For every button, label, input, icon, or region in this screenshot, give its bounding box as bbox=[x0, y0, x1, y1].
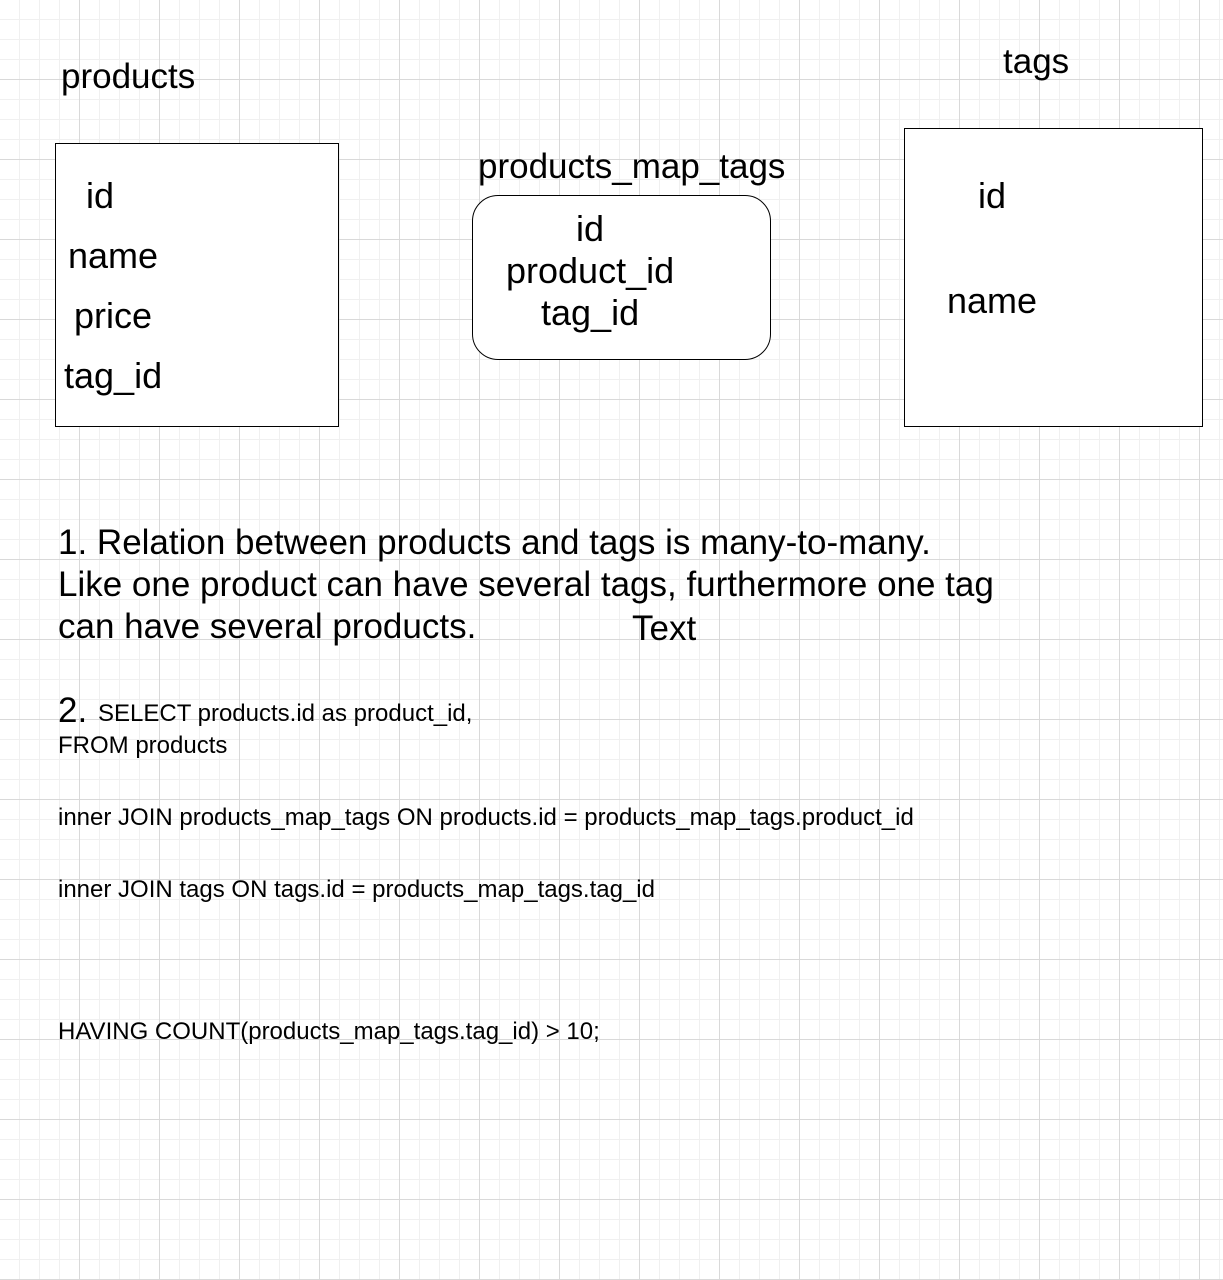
note-2-number: 2. bbox=[58, 691, 88, 730]
floating-text-label: Text bbox=[632, 609, 697, 648]
sql-join-map-line: inner JOIN products_map_tags ON products… bbox=[58, 804, 914, 831]
products-map-tags-field-id: id bbox=[576, 208, 605, 249]
products-map-tags-field-product-id: product_id bbox=[506, 250, 675, 291]
products-map-tags-field-tag-id: tag_id bbox=[541, 292, 640, 333]
tags-field-name: name bbox=[947, 280, 1038, 321]
tags-field-id: id bbox=[978, 175, 1007, 216]
sql-select-line: SELECT products.id as product_id, bbox=[98, 700, 473, 727]
sql-having-line: HAVING COUNT(products_map_tags.tag_id) >… bbox=[58, 1018, 600, 1045]
products-table-box[interactable] bbox=[55, 143, 339, 427]
sql-from-line: FROM products bbox=[58, 732, 228, 759]
note-1-line-2: Like one product can have several tags, … bbox=[58, 565, 994, 604]
products-field-price: price bbox=[74, 295, 153, 336]
tags-table-title: tags bbox=[1003, 42, 1070, 81]
tags-table-box[interactable] bbox=[904, 128, 1203, 427]
products-field-id: id bbox=[86, 175, 115, 216]
products-map-tags-title: products_map_tags bbox=[478, 147, 786, 186]
products-field-name: name bbox=[68, 235, 159, 276]
products-field-tag-id: tag_id bbox=[64, 355, 163, 396]
note-1-line-1: 1. Relation between products and tags is… bbox=[58, 523, 931, 562]
products-table-title: products bbox=[61, 57, 196, 96]
sql-join-tags-line: inner JOIN tags ON tags.id = products_ma… bbox=[58, 876, 655, 903]
products-map-tags-box[interactable] bbox=[472, 195, 771, 360]
note-1-line-3: can have several products. bbox=[58, 607, 477, 646]
